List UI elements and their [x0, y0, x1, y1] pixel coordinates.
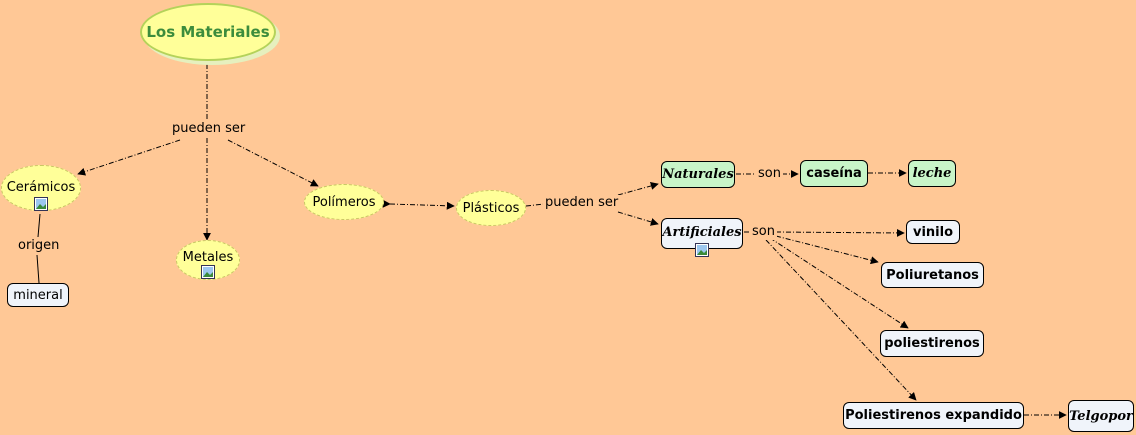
- image-icon[interactable]: [201, 265, 215, 279]
- arrow-to-ceramicos: [77, 139, 181, 176]
- arrow-to-poliestirenos: [769, 237, 909, 329]
- node-poliestirenos-label: poliestirenos: [884, 336, 980, 351]
- node-poliestirenos-expandido-label: Poliestirenos expandido: [845, 408, 1022, 423]
- link-label-pueden-ser: pueden ser: [170, 121, 248, 137]
- node-mineral[interactable]: mineral: [7, 283, 69, 307]
- arrow-polimeros-plasticos: [382, 199, 455, 210]
- node-polimeros-label: Polímeros: [312, 194, 376, 210]
- node-mineral-label: mineral: [13, 287, 63, 303]
- node-polimeros[interactable]: Polímeros: [304, 184, 384, 220]
- arrow-to-poliuretanos: [775, 235, 879, 265]
- node-leche-label: leche: [912, 166, 952, 181]
- image-icon[interactable]: [695, 243, 709, 257]
- node-artificiales-label: Artificiales: [662, 225, 742, 240]
- node-metales-label: Metales: [182, 250, 234, 265]
- node-telgopor[interactable]: Telgopor: [1068, 400, 1134, 432]
- arrow-to-naturales: [617, 182, 659, 196]
- link-label-son: son: [756, 166, 783, 182]
- arrow-to-artificiales: [617, 211, 659, 226]
- arrow-to-vinilo: [775, 228, 905, 237]
- node-naturales-label: Naturales: [662, 167, 734, 182]
- line-origen-mineral: [36, 254, 40, 284]
- node-poliestirenos-expandido[interactable]: Poliestirenos expandido: [843, 402, 1024, 429]
- node-plasticos[interactable]: Plásticos: [456, 190, 526, 226]
- link-label-origen: origen: [16, 238, 62, 254]
- node-caseina-label: caseína: [806, 166, 862, 181]
- node-leche[interactable]: leche: [908, 160, 956, 187]
- arrow-to-polimeros: [227, 139, 319, 187]
- node-telgopor-label: Telgopor: [1069, 408, 1133, 424]
- line-plasticos-to-label: [525, 203, 545, 207]
- node-poliestirenos[interactable]: poliestirenos: [880, 330, 984, 357]
- node-vinilo-label: vinilo: [912, 224, 954, 240]
- node-ceramicos-label: Cerámicos: [6, 180, 76, 195]
- node-vinilo[interactable]: vinilo: [906, 220, 960, 244]
- node-los-materiales-label: Los Materiales: [146, 23, 270, 41]
- image-icon[interactable]: [34, 197, 48, 211]
- node-los-materiales[interactable]: Los Materiales: [140, 3, 276, 61]
- node-naturales[interactable]: Naturales: [661, 161, 735, 188]
- arrow-to-poliestirenos-expandido: [765, 239, 917, 401]
- node-poliuretanos[interactable]: Poliuretanos: [881, 262, 984, 288]
- node-caseina[interactable]: caseína: [800, 160, 868, 187]
- link-label-pueden-ser: pueden ser: [543, 195, 621, 211]
- node-poliuretanos-label: Poliuretanos: [886, 267, 979, 283]
- node-plasticos-label: Plásticos: [462, 200, 520, 216]
- link-label-son: son: [750, 224, 777, 240]
- node-metales[interactable]: Metales: [176, 240, 240, 280]
- line-ceramicos-origen: [37, 213, 41, 238]
